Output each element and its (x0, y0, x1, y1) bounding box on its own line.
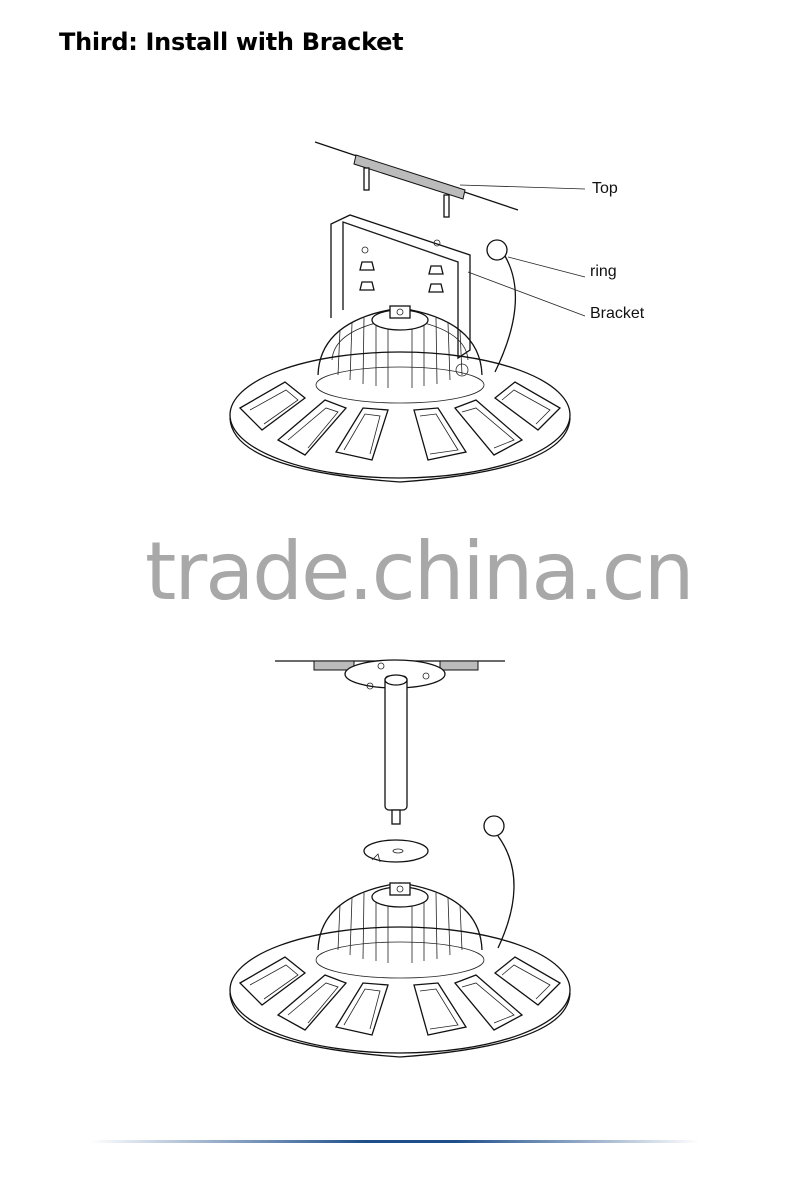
callout-ring: ring (590, 263, 617, 280)
bolt-right (443, 194, 450, 218)
ring-leader (507, 256, 586, 278)
bracket-leader (467, 271, 586, 317)
bracket-install-diagram: Top ring Bracket (0, 130, 799, 500)
footer-rule (90, 1140, 700, 1143)
mounting-plate (353, 154, 466, 200)
ring-icon (483, 815, 505, 837)
washer (363, 839, 429, 863)
pendant-install-drawing (229, 659, 571, 1058)
led-windows (238, 956, 562, 1036)
safety-cable (494, 255, 517, 373)
lamp-dish (229, 351, 571, 479)
bolt-left (363, 167, 370, 191)
ring-icon (486, 239, 508, 261)
top-leader (459, 184, 586, 190)
lamp-dish (229, 926, 571, 1054)
watermark: trade.china.cn (145, 525, 694, 618)
callout-top: Top (592, 180, 618, 197)
bracket-install-drawing (229, 141, 586, 483)
led-windows (238, 381, 562, 461)
callout-bracket: Bracket (590, 305, 645, 322)
page-heading: Third: Install with Bracket (59, 28, 404, 56)
pendant-pipe (384, 675, 408, 811)
safety-cable (497, 835, 515, 949)
nut-icon (359, 261, 375, 271)
pendant-install-diagram (0, 645, 799, 1070)
